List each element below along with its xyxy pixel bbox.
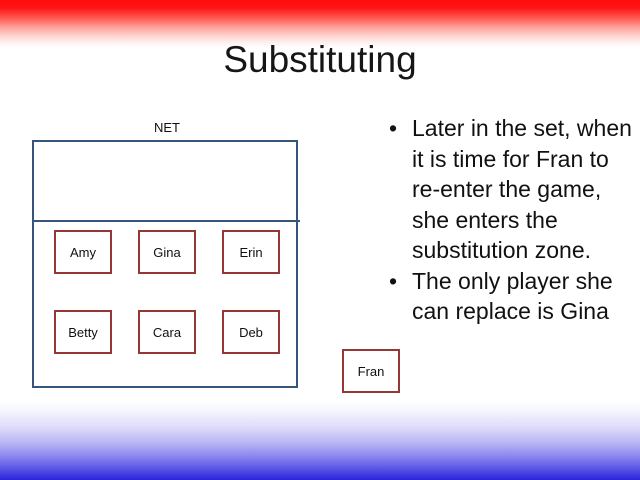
bullet-dot-icon: • xyxy=(389,115,398,141)
attack-line xyxy=(34,220,300,222)
court-outline: Amy Gina Erin Betty Cara Deb xyxy=(32,140,300,388)
player-box-amy[interactable]: Amy xyxy=(54,230,112,274)
top-gradient-band xyxy=(0,0,640,48)
bullet-dot-icon: • xyxy=(389,267,398,294)
bullet-list: • Later in the set, when it is time for … xyxy=(386,113,636,327)
player-box-betty[interactable]: Betty xyxy=(54,310,112,354)
player-box-gina[interactable]: Gina xyxy=(138,230,196,274)
page-title: Substituting xyxy=(223,39,417,80)
player-box-deb[interactable]: Deb xyxy=(222,310,280,354)
bottom-gradient-band xyxy=(0,402,640,480)
bullet-text: Later in the set, when it is time for Fr… xyxy=(412,115,632,263)
player-box-cara[interactable]: Cara xyxy=(138,310,196,354)
player-box-erin[interactable]: Erin xyxy=(222,230,280,274)
list-item: • Later in the set, when it is time for … xyxy=(386,113,636,266)
list-item: • The only player she can replace is Gin… xyxy=(386,266,636,327)
player-box-fran-substitute[interactable]: Fran xyxy=(342,349,400,393)
net-label: NET xyxy=(154,120,180,135)
bullet-text: The only player she can replace is Gina xyxy=(412,267,613,325)
